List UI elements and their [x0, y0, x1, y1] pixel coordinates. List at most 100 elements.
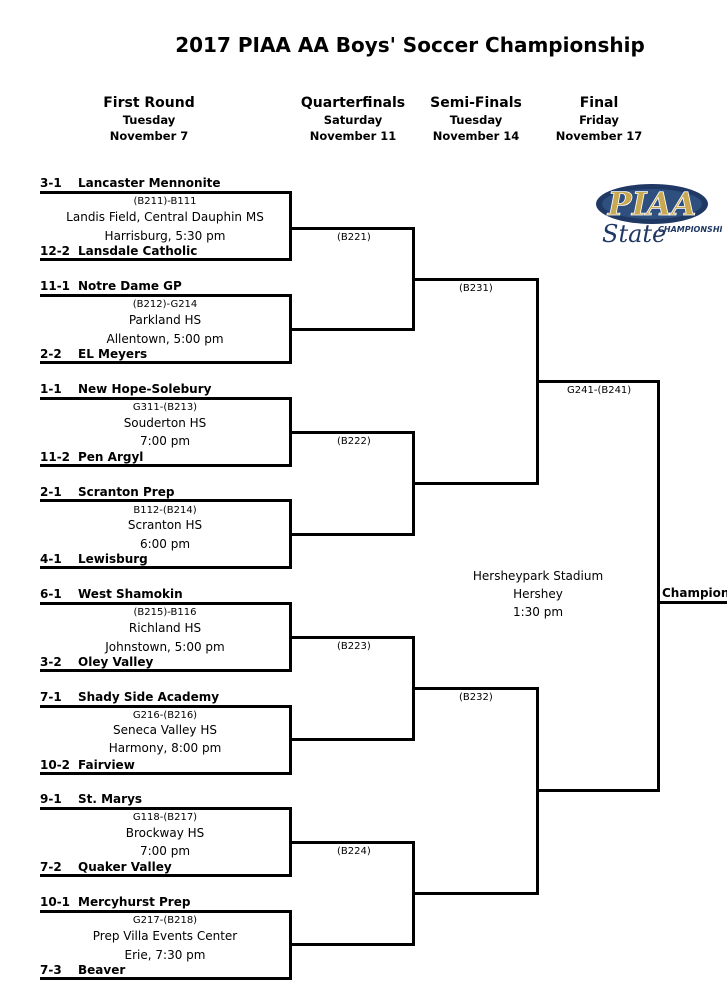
round-header-final: Final Friday November 17	[544, 94, 654, 144]
bracket-line	[40, 258, 292, 261]
round-day: Saturday	[323, 113, 383, 127]
team-seed: 12-2	[40, 244, 71, 258]
team-bottom: 12-2 Lansdale Catholic	[40, 244, 197, 258]
round-date: November 14	[432, 129, 520, 143]
bracket-line	[412, 278, 539, 281]
svg-text:CHAMPIONSHIPS: CHAMPIONSHIPS	[658, 225, 722, 234]
team-name: Scranton Prep	[78, 485, 175, 499]
team-name: Beaver	[78, 963, 126, 977]
bracket-line	[40, 191, 292, 194]
game-number: G311-(B213)	[132, 402, 198, 413]
bracket-line	[40, 772, 292, 775]
team-name: St. Marys	[78, 792, 143, 806]
quarterfinal-game-label: (B223)	[337, 641, 371, 652]
team-name: Quaker Valley	[78, 860, 172, 874]
venue-time-line: Allentown, 5:00 pm	[106, 332, 224, 346]
bracket-line	[40, 397, 292, 400]
round-header-semifinals: Semi-Finals Tuesday November 14	[420, 94, 532, 144]
bracket-line	[657, 601, 727, 604]
team-seed: 11-2	[40, 450, 71, 464]
bracket-line	[40, 566, 292, 569]
round-header-first-round: First Round Tuesday November 7	[90, 94, 208, 144]
bracket-line	[289, 841, 415, 844]
bracket-line	[289, 533, 415, 536]
venue-time-line: 7:00 pm	[139, 434, 191, 448]
quarterfinal-game-label: (B224)	[337, 846, 371, 857]
team-name: Lancaster Mennonite	[78, 176, 221, 190]
team-seed: 4-1	[40, 552, 62, 566]
bracket-line	[289, 738, 415, 741]
team-name: Lansdale Catholic	[78, 244, 198, 258]
bracket-line	[40, 294, 292, 297]
team-seed: 2-1	[40, 485, 62, 499]
game-number: G118-(B217)	[132, 812, 198, 823]
round-date: November 17	[555, 129, 643, 143]
bracket-line	[289, 636, 415, 639]
piaa-logo: PIAA State CHAMPIONSHIPS	[594, 182, 727, 252]
quarterfinal-game-label: (B221)	[337, 232, 371, 243]
page-title: 2017 PIAA AA Boys' Soccer Championship	[175, 33, 645, 57]
bracket-line	[40, 705, 292, 708]
semifinal-game-label: (B231)	[459, 283, 493, 294]
team-top: 11-1 Notre Dame GP	[40, 279, 182, 293]
quarterfinal-game-label: (B222)	[337, 436, 371, 447]
team-seed: 7-1	[40, 690, 62, 704]
team-seed: 2-2	[40, 347, 62, 361]
piaa-logo-graphic: PIAA State CHAMPIONSHIPS	[596, 184, 727, 248]
team-name: Pen Argyl	[78, 450, 144, 464]
final-time: 1:30 pm	[512, 605, 564, 619]
bracket-line	[289, 328, 415, 331]
bracket-line	[289, 227, 415, 230]
venue-time-line: 7:00 pm	[139, 844, 191, 858]
team-name: New Hope-Solebury	[78, 382, 212, 396]
team-top: 3-1 Lancaster Mennonite	[40, 176, 221, 190]
round-day: Tuesday	[449, 113, 503, 127]
final-game-label: G241-(B241)	[567, 385, 632, 396]
svg-text:State: State	[602, 220, 666, 248]
round-name: Final	[579, 95, 619, 111]
bracket-line	[289, 191, 292, 261]
venue-time-line: 6:00 pm	[139, 537, 191, 551]
final-city: Hershey	[513, 587, 563, 601]
bracket-line	[40, 874, 292, 877]
team-top: 7-1 Shady Side Academy	[40, 690, 219, 704]
venue-line: Prep Villa Events Center	[92, 929, 238, 943]
bracket-line	[289, 943, 415, 946]
final-venue-info: Hersheypark Stadium Hershey 1:30 pm	[440, 567, 636, 621]
bracket-line	[40, 910, 292, 913]
game-number: B112-(B214)	[133, 505, 197, 516]
round-day: Friday	[579, 113, 619, 127]
team-name: Fairview	[78, 758, 135, 772]
team-seed: 11-1	[40, 279, 71, 293]
bracket-line	[40, 602, 292, 605]
venue-time-line: Erie, 7:30 pm	[124, 948, 206, 962]
venue-line: Richland HS	[128, 621, 202, 635]
game-number: (B211)-B111	[133, 196, 197, 207]
team-name: Mercyhurst Prep	[78, 895, 191, 909]
venue-time-line: Johnstown, 5:00 pm	[105, 640, 225, 654]
venue-line: Souderton HS	[123, 416, 207, 430]
venue-time-line: Harrisburg, 5:30 pm	[104, 229, 226, 243]
round-name: Semi-Finals	[430, 95, 522, 111]
bracket-line	[412, 687, 539, 690]
venue-line: Parkland HS	[128, 313, 202, 327]
team-seed: 3-2	[40, 655, 62, 669]
team-name: Notre Dame GP	[78, 279, 182, 293]
champion-label: Champion	[662, 586, 727, 600]
svg-text:PIAA: PIAA	[607, 185, 697, 223]
team-seed: 3-1	[40, 176, 62, 190]
bracket-line	[40, 669, 292, 672]
bracket-line	[412, 892, 539, 895]
team-name: Shady Side Academy	[78, 690, 220, 704]
venue-time-line: Harmony, 8:00 pm	[108, 741, 222, 755]
bracket-line	[40, 977, 292, 980]
team-seed: 7-2	[40, 860, 62, 874]
bracket-line	[40, 361, 292, 364]
bracket-line	[657, 380, 660, 792]
venue-line: Seneca Valley HS	[113, 723, 217, 737]
